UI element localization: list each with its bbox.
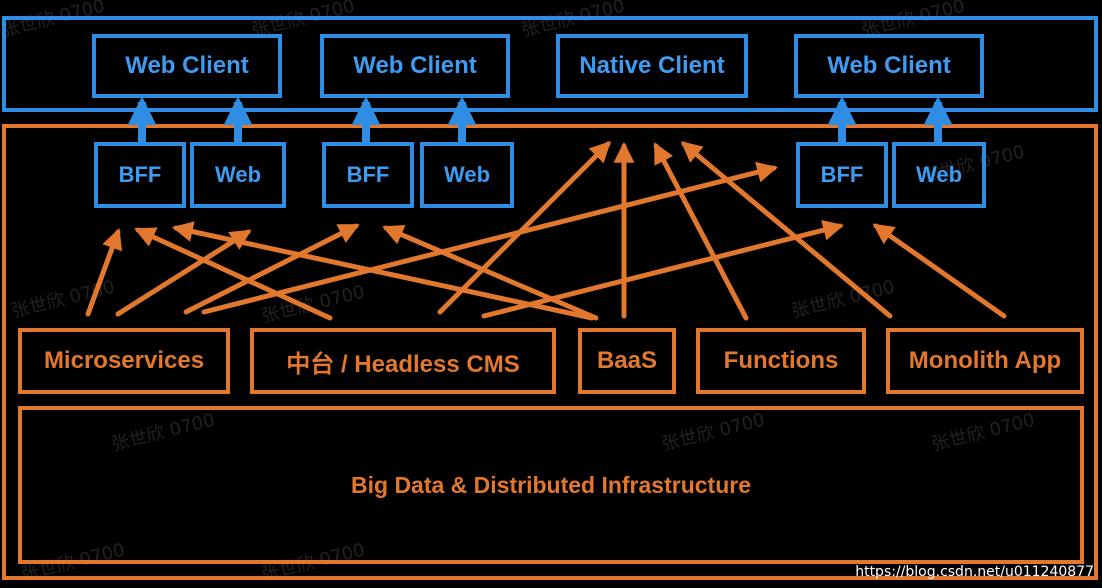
- arrow: [680, 141, 893, 319]
- service-label: Monolith App: [908, 347, 1062, 374]
- arrow: [85, 228, 123, 317]
- bff-box-2: BFF: [322, 142, 414, 208]
- gateway-label: Web: [915, 162, 963, 187]
- infrastructure-box: Big Data & Distributed Infrastructure: [18, 406, 1084, 564]
- service-label: Microservices: [43, 347, 205, 374]
- service-headless-cms: 中台 / Headless CMS: [250, 328, 556, 394]
- web-box-3: Web: [892, 142, 986, 208]
- service-microservices: Microservices: [18, 328, 230, 394]
- arrow: [171, 221, 595, 321]
- gateway-to-client-arrows: [127, 96, 953, 142]
- web-box-1: Web: [190, 142, 286, 208]
- arrow: [183, 223, 360, 315]
- arrow: [115, 229, 252, 317]
- service-functions: Functions: [696, 328, 866, 394]
- web-box-2: Web: [420, 142, 514, 208]
- arrow: [382, 224, 599, 321]
- gateway-label: BFF: [118, 162, 162, 187]
- client-web-3: Web Client: [794, 34, 984, 98]
- gateway-label: BFF: [346, 162, 390, 187]
- client-label: Web Client: [353, 52, 477, 79]
- client-native: Native Client: [556, 34, 748, 98]
- source-url: https://blog.csdn.net/u011240877: [855, 564, 1094, 580]
- client-web-1: Web Client: [92, 34, 282, 98]
- client-web-2: Web Client: [320, 34, 510, 98]
- service-arrows: [85, 141, 1007, 321]
- client-layer-frame: [2, 16, 1098, 112]
- service-label: Functions: [723, 347, 839, 374]
- gateway-label: Web: [214, 162, 262, 187]
- gateway-label: BFF: [820, 162, 864, 187]
- arrow: [134, 227, 333, 321]
- arrow: [437, 141, 611, 315]
- service-monolith: Monolith App: [886, 328, 1084, 394]
- service-baas: BaaS: [578, 328, 676, 394]
- arrow: [872, 223, 1007, 319]
- service-label: BaaS: [596, 347, 658, 374]
- service-label: 中台 / Headless CMS: [286, 350, 520, 378]
- client-label: Web Client: [827, 52, 951, 79]
- arrow: [653, 142, 749, 321]
- arrow: [201, 161, 779, 315]
- client-label: Web Client: [125, 52, 249, 79]
- client-label: Native Client: [579, 52, 725, 79]
- bff-box-1: BFF: [94, 142, 186, 208]
- infrastructure-label: Big Data & Distributed Infrastructure: [351, 471, 751, 498]
- backend-layer-frame: [2, 124, 1098, 580]
- gateway-label: Web: [443, 162, 491, 187]
- arrow: [481, 219, 845, 319]
- bff-box-3: BFF: [796, 142, 888, 208]
